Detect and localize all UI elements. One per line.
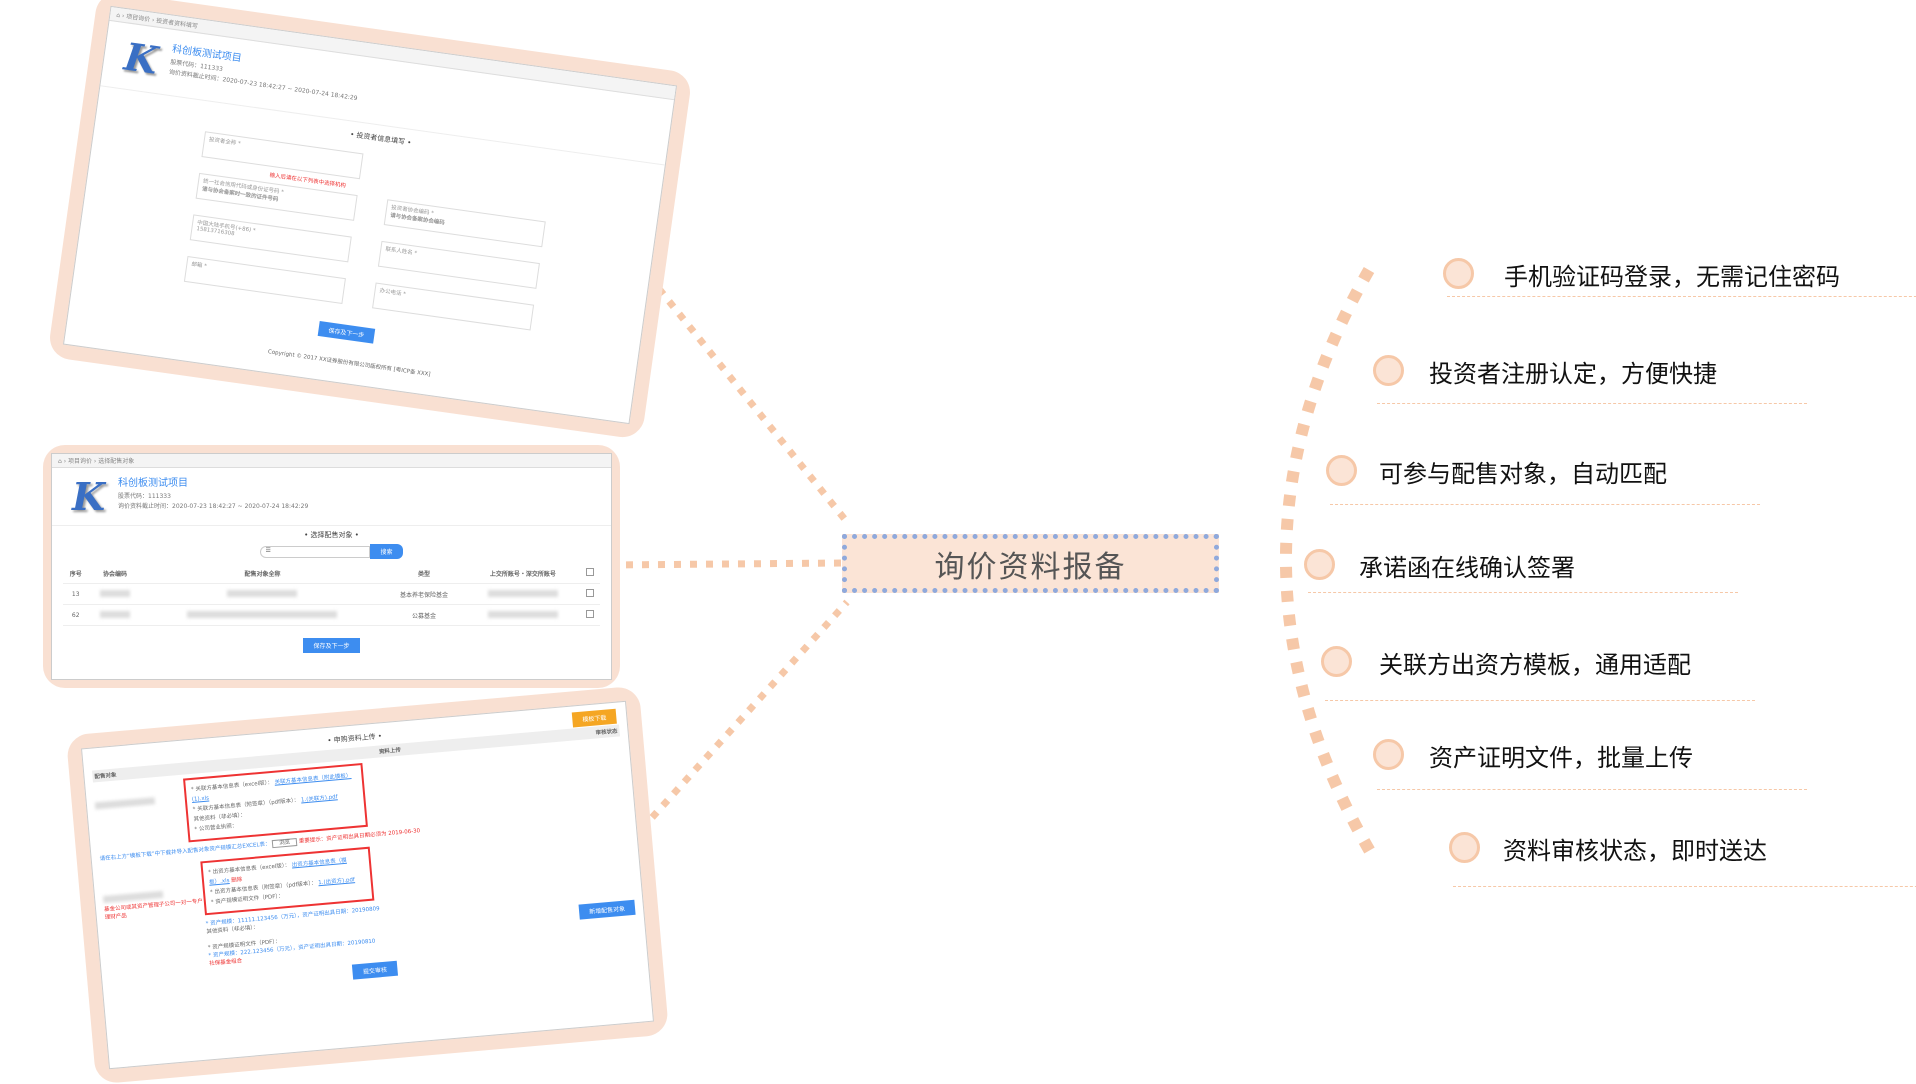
label: * 出资方基本信息表（excel版）： (208, 862, 291, 876)
feature-arc (1280, 267, 1381, 864)
search-input[interactable]: ☰ (260, 545, 371, 558)
divider (1325, 700, 1755, 701)
col-header: 协会编码 (88, 563, 142, 584)
center-title: 询价资料报备 (842, 534, 1219, 593)
allotment-table: 序号协会编码配售对象全称类型上交所账号・深交所账号 13 基本养老保险基金 62 公… (63, 563, 600, 626)
connector-shot2 (609, 559, 843, 569)
bullet-icon (1449, 832, 1480, 863)
save-next-button[interactable]: 保存及下一步 (303, 638, 360, 653)
delete-link[interactable]: 删除 (231, 876, 243, 884)
label: * 关联方基本信息表（excel版）： (190, 779, 274, 794)
bullet-icon (1326, 455, 1357, 486)
email-field[interactable]: 邮箱 * (183, 256, 346, 305)
col-header: 配售对象全称 (141, 563, 384, 584)
deadline: 询价资料截止时间：2020-07-23 18:42:27 ~ 2020-07-2… (118, 503, 309, 510)
col-header: 序号 (63, 563, 89, 584)
related-party-upload: * 关联方基本信息表（excel版）： 关联方基本信息表（附此模板）(1).xl… (183, 762, 368, 843)
col-header: 上交所账号・深交所账号 (464, 563, 581, 584)
browse-button[interactable]: 浏览 (271, 837, 298, 849)
feature-item: 可参与配售对象，自动匹配 (1379, 460, 1667, 488)
feature-item: 资料审核状态，即时送达 (1503, 837, 1767, 865)
divider (1330, 504, 1760, 505)
col-header: 类型 (383, 563, 465, 584)
screenshot-select-allotment: ⌂ › 项目询价 › 选择配售对象 K 科创板测试项目 股票代码：111333 … (43, 445, 620, 688)
feature-item: 资产证明文件，批量上传 (1429, 744, 1693, 772)
search-button[interactable]: 搜索 (370, 544, 403, 559)
bullet-icon (1373, 739, 1404, 770)
table-row: 13 基本养老保险基金 (63, 583, 600, 605)
contact-name-field[interactable]: 联系人姓名 * (377, 240, 540, 289)
connector-shot1 (636, 261, 850, 525)
association-code-field[interactable]: 投资者协会编码 *请与协会备案协会编码 (383, 199, 546, 248)
label: 其他资料（非必填）： (193, 812, 246, 823)
divider (1447, 296, 1916, 297)
bullet-icon (1373, 355, 1404, 386)
feature-item: 手机验证码登录，无需记住密码 (1504, 263, 1840, 291)
feature-item: 承诺函在线确认签署 (1359, 554, 1575, 582)
divider (1377, 403, 1807, 404)
feature-item: 投资者注册认定，方便快捷 (1429, 360, 1717, 388)
breadcrumb: ⌂ › 项目询价 › 选择配售对象 (52, 454, 611, 468)
divider (1453, 886, 1916, 887)
file-link[interactable]: 1.(出资方).pdf (318, 877, 356, 887)
contributor-upload: * 出资方基本信息表（excel版）： 出资方基本信息表（模板）.xls 删除 … (200, 846, 375, 916)
fund-type: 基金公司或其资产管理子公司一对一专户理财产品 (103, 898, 204, 922)
connector-shot3 (617, 599, 850, 856)
row-no: 13 (63, 583, 89, 605)
save-next-button[interactable]: 保存及下一步 (317, 321, 376, 344)
project-logo: K (121, 33, 161, 83)
office-phone-field[interactable]: 办公电话 * (372, 282, 535, 331)
project-logo: K (72, 474, 106, 519)
add-allotment-button[interactable]: 新增配售对象 (578, 899, 636, 920)
select-all-checkbox[interactable] (586, 568, 595, 576)
project-title: 科创板测试项目 (118, 478, 188, 489)
phone-field[interactable]: 中国大陆手机号(+86) *15813716308 (189, 214, 352, 263)
screenshot-upload: 模板下载 • 申购资料上传 • 配售对象资料上传审核状态 * 关联方基本信息表（… (65, 685, 670, 1084)
row-no: 62 (63, 604, 89, 626)
stock-code: 股票代码：111333 (118, 493, 171, 500)
feature-item: 关联方出资方模板，通用适配 (1379, 651, 1691, 679)
row-checkbox[interactable] (586, 610, 595, 618)
table-row: 62 公募基金 (63, 604, 600, 626)
label: * 资产规模证明文件（PDF）： (210, 893, 284, 906)
bullet-icon (1321, 646, 1352, 677)
submit-review-button[interactable]: 提交审核 (352, 960, 398, 980)
row-checkbox[interactable] (586, 589, 595, 597)
col-header: 审核状态 (595, 728, 618, 737)
bullet-icon (1304, 549, 1335, 580)
divider (1308, 592, 1738, 593)
divider (1377, 789, 1807, 790)
row-type: 基本养老保险基金 (383, 583, 465, 605)
row-type: 公募基金 (383, 604, 465, 626)
label: * 公司营业执照： (194, 823, 238, 833)
section-title: • 选择配售对象 • (304, 531, 359, 539)
bullet-icon (1443, 258, 1474, 289)
file-link[interactable]: 1.(关联方).pdf (300, 794, 338, 804)
